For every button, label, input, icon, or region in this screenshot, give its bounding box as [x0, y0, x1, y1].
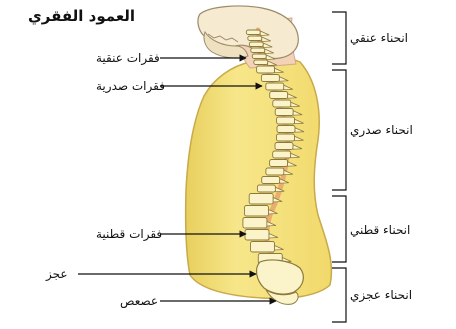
vertebra-body — [277, 126, 295, 133]
vertebra-body — [275, 109, 293, 116]
label-sacral-curve: انحناء عجزي — [350, 289, 412, 301]
vertebra-body — [257, 66, 275, 73]
vertebra-body — [277, 117, 295, 124]
bracket-lumbar — [332, 196, 346, 262]
vertebra-body — [257, 185, 275, 192]
vertebra-body — [270, 160, 288, 167]
vertebra-body — [270, 92, 288, 99]
vertebra-body — [273, 151, 291, 158]
vertebra-body — [262, 177, 280, 184]
label-cervical-vertebrae: فقرات عنقية — [96, 52, 160, 64]
bracket-thoracic — [332, 70, 346, 190]
bracket-cervical — [332, 12, 346, 64]
vertebra-body — [251, 48, 265, 53]
vertebra-body — [252, 54, 266, 59]
diagram-title: العمود الفقري — [28, 9, 135, 24]
vertebra-body — [245, 206, 269, 217]
label-lumbar-curve: انحناء قطني — [350, 224, 410, 236]
label-cervical-curve: انحناء عنقي — [350, 32, 408, 44]
vertebra-body — [251, 242, 275, 253]
curve-brackets — [332, 12, 346, 322]
bracket-sacral — [332, 268, 346, 322]
vertebra-body — [249, 42, 263, 47]
vertebra-body — [254, 60, 268, 65]
vertebra-body — [266, 83, 284, 90]
vertebra-body — [245, 230, 269, 241]
vertebra-body — [273, 100, 291, 107]
vertebra-body — [261, 75, 279, 82]
vertebra-body — [275, 143, 293, 150]
vertebra-body — [243, 218, 267, 229]
vertebra-body — [246, 30, 260, 35]
label-lumbar-vertebrae: فقرات قطنية — [96, 228, 162, 240]
vertebra-body — [266, 168, 284, 175]
label-coccyx: عصعص — [120, 295, 158, 307]
vertebra-body — [277, 134, 295, 141]
vertebra-body — [248, 36, 262, 41]
label-thoracic-vertebrae: فقرات صدرية — [96, 80, 165, 92]
vertebra-body — [249, 194, 273, 205]
label-sacrum: عجز — [46, 268, 68, 280]
label-thoracic-curve: انحناء صدري — [350, 124, 413, 136]
